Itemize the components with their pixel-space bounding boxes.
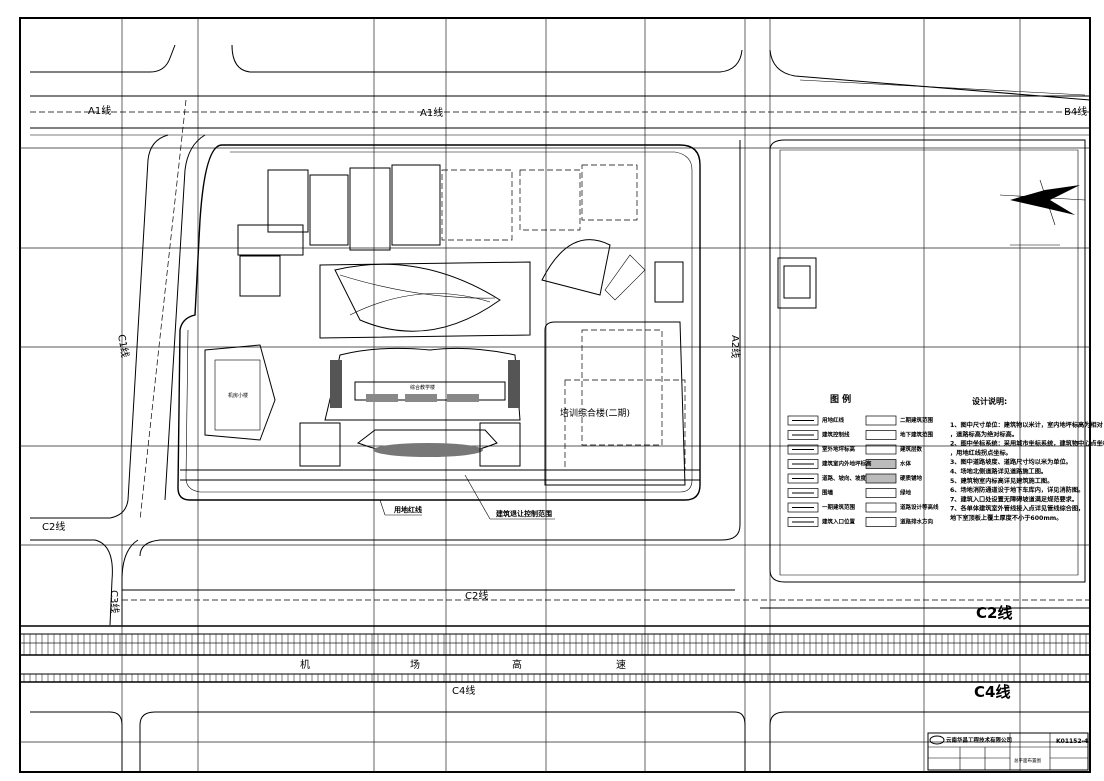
highway-ticks [23,634,1087,682]
legend-item-label: 道路、坡向、坡度 [822,474,867,482]
road-label-a1-center: A1线 [420,106,443,119]
legend-title: 图 例 [830,393,851,405]
north-buildings [237,164,684,303]
legend-item-label: 道路设计等高线 [900,503,939,511]
road-c2 [122,139,1090,609]
legend-swatch [865,517,897,527]
road-label-c2-right: C2线 [976,604,1012,622]
legend-item-label: 建筑控制线 [822,431,850,439]
legend-item-label: 地下建筑范围 [900,431,934,439]
legend-swatch [787,430,819,440]
central-courtyard [319,261,531,339]
legend-item-label: 一期建筑范围 [822,503,856,511]
road-label-c4-right: C4线 [974,683,1010,701]
legend-swatch [787,517,819,527]
legend-item-label: 用地红线 [821,416,845,424]
legend-item-label: 建筑层数 [900,445,923,453]
legend-swatch [865,473,897,484]
airport-highway [20,625,1090,772]
highway-char: 机 [300,658,310,671]
road-label-c3: C3线 [108,590,121,613]
legend-boxes [787,415,897,527]
legend-swatch [787,502,819,513]
legend-swatch [865,430,897,440]
legend-swatch [787,459,819,469]
legend-item-label: 围墙 [822,489,834,497]
phase2-building-label: 培训综合楼(二期) [560,407,630,419]
legend-swatch [865,444,897,455]
note-line: 4、场地北侧道路详见道路施工图。 [950,468,1047,476]
highway-char: 速 [616,659,626,671]
company-name: 云南华昌工程技术有限公司 [946,736,1012,744]
road-a1 [30,44,1091,136]
legend-swatch [865,459,897,469]
note-line: ，用地红线拐点坐标。 [950,449,1012,457]
road-label-c2-center: C2线 [465,589,488,602]
road-label-c1: C1线 [115,333,132,358]
note-line: 2、图中坐标系统：采用城市坐标系统，建筑物中心点坐标 [950,440,1104,448]
legend-item-label: 绿地 [900,489,912,497]
legend-swatch [787,488,819,498]
left-building-label: 机房小楼 [228,392,248,399]
legend-swatch [787,415,819,426]
phase2-building [544,321,686,486]
notes-list: 1、图中尺寸单位：建筑物以米计，室内地坪标高为相对 ，道路标高为绝对标高。 2、图… [950,421,1104,522]
note-line: 3、图中道路坡度、道路尺寸均以米为单位。 [950,458,1072,466]
north-arrow-icon [999,179,1086,246]
road-label-c2-left: C2线 [42,520,65,533]
note-line: ，道路标高为绝对标高。 [950,430,1018,438]
highway-char: 场 [410,658,420,671]
legend-item-label: 水体 [900,460,912,468]
road-label-b4: B4线 [1064,105,1087,118]
left-building [204,344,276,441]
road-c1 [30,99,206,626]
note-line: 5、建筑物室内标高详见建筑施工图。 [950,477,1053,485]
drawing-number: K01152-4 [1056,738,1088,745]
main-building-label: 综合教学楼 [410,384,435,391]
legend-item-label: 硬质铺地 [900,474,923,482]
drawing-frame [19,17,1091,773]
note-line: 6、场地消防通道设于地下车库内，详见消防图。 [950,486,1084,494]
note-line: 地下室顶板上覆土厚度不小于600mm。 [950,514,1062,522]
legend-swatch [787,444,819,455]
main-building [299,347,521,467]
coordinate-grid [20,18,1090,772]
red-line-label: 用地红线 [394,505,422,514]
notes-title: 设计说明: [972,396,1007,406]
legend-item-label: 道路排水方向 [900,518,934,526]
note-line: 7、各单体建筑室外管线接入点详见管线综合图， [950,505,1084,513]
right-small-building [777,257,817,309]
legend-swatch [865,488,897,498]
road-label-c4-center: C4线 [452,684,475,697]
site-boundary [177,144,701,501]
highway-char: 高 [512,658,522,671]
legend-swatch [865,415,897,426]
company-logo-icon [929,735,945,745]
legend-list: 用地红线建筑控制线室外地坪标高建筑室内外地坪标高道路、坡向、坡度围墙一期建筑范围… [821,416,939,526]
title-block [927,732,1089,771]
road-label-a1-left: A1线 [88,104,111,117]
note-line: 1、图中尺寸单位：建筑物以米计，室内地坪标高为相对 [950,421,1104,429]
legend-item-label: 室外地坪标高 [822,445,856,453]
setback-label: 建筑退让控制范围 [496,509,552,518]
legend-item-label: 建筑入口位置 [822,518,856,526]
setback-strip [180,469,700,481]
legend-item-label: 建筑室内外地坪标高 [822,460,872,468]
legend-swatch [865,502,897,513]
legend-item-label: 二期建筑范围 [900,416,934,424]
legend-swatch [787,473,819,484]
note-line: 7、建筑入口处设置无障碍坡道满足规范要求。 [950,495,1078,503]
drawing-name: 总平面布置图 [1014,757,1041,764]
road-label-a2: A2线 [729,335,742,358]
